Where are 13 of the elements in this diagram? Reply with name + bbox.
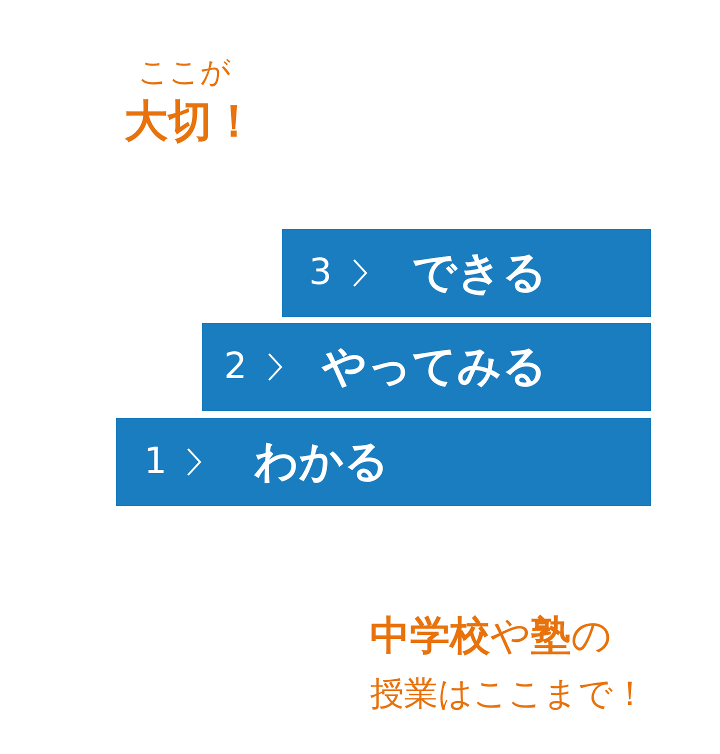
step-bar xyxy=(202,323,651,411)
step-bar xyxy=(116,418,651,506)
step-bar xyxy=(282,229,651,317)
step-label: わかる xyxy=(254,440,389,484)
note-text: 中学校や塾の xyxy=(370,614,612,658)
step-number: 1 xyxy=(144,444,167,480)
note-text: ここが xyxy=(138,56,231,89)
step-label: やってみる xyxy=(322,345,547,389)
step-number: 2 xyxy=(224,349,247,385)
step-number: 3 xyxy=(309,255,332,291)
note-text: 授業はここまで！ xyxy=(370,676,647,714)
note-text: 大切！ xyxy=(124,98,256,146)
step-label: できる xyxy=(412,251,547,295)
